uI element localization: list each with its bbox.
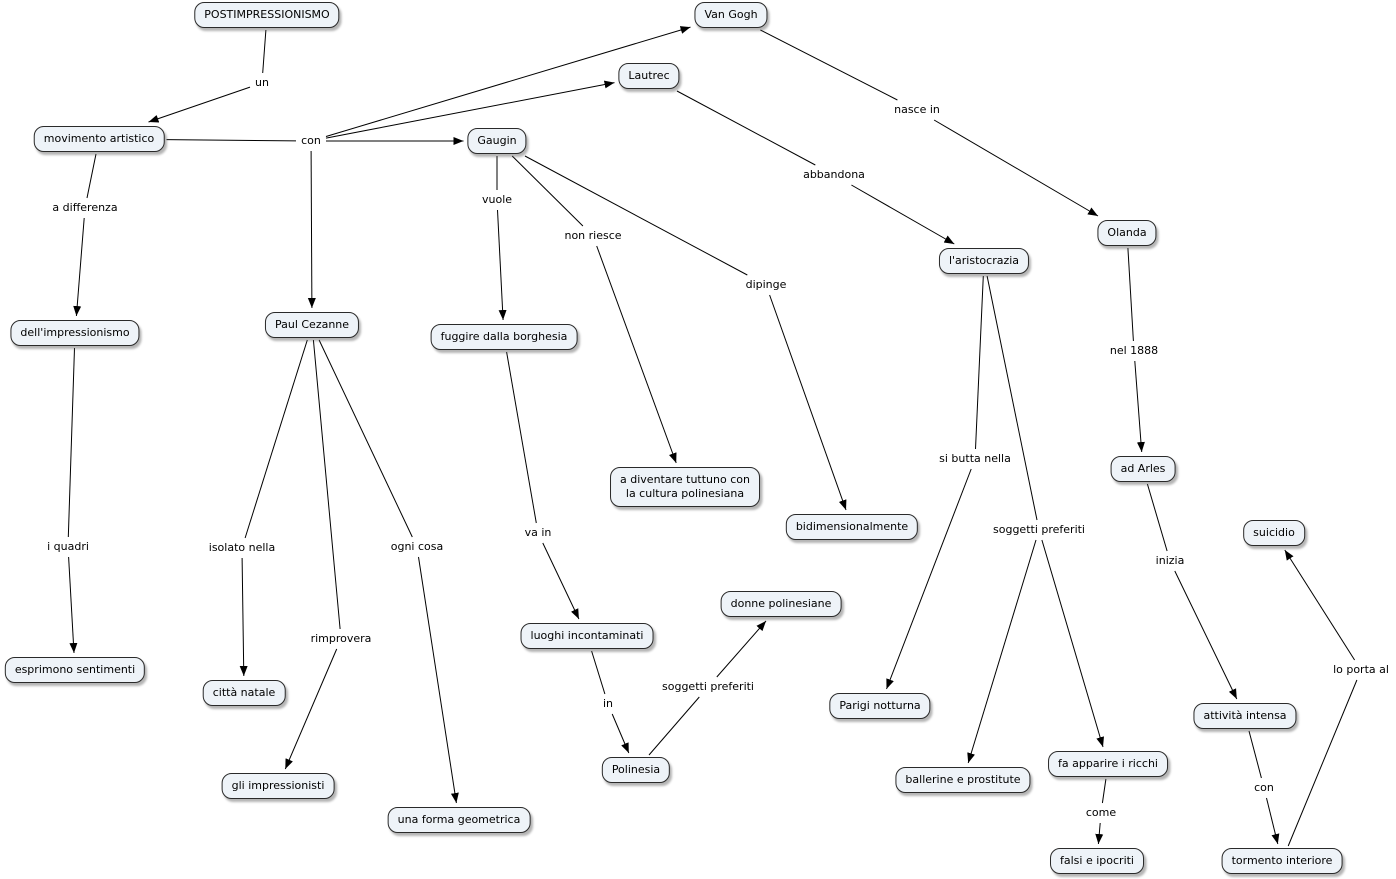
- connector-arrow-line: [596, 245, 677, 464]
- link-label-inizia[interactable]: inizia: [1153, 554, 1187, 568]
- connector-line: [1146, 483, 1168, 552]
- concept-node-donne-polinesiane[interactable]: donne polinesiane: [720, 591, 842, 617]
- link-label-non-riesce[interactable]: non riesce: [562, 229, 624, 243]
- connector-line: [318, 339, 413, 538]
- connector-line: [312, 339, 341, 630]
- concept-node-aristocrazia[interactable]: l'aristocrazia: [938, 248, 1030, 274]
- link-label-con-2[interactable]: con: [1252, 781, 1276, 795]
- concept-node-suicidio[interactable]: suicidio: [1243, 520, 1305, 546]
- connector-arrow-line: [497, 209, 507, 321]
- connector-arrow-line: [1134, 360, 1145, 453]
- link-label-in[interactable]: in: [600, 697, 616, 711]
- concept-node-lautrec[interactable]: Lautrec: [618, 63, 680, 89]
- connector-arrow-line: [284, 648, 338, 770]
- concept-node-olanda[interactable]: Olanda: [1097, 220, 1157, 246]
- concept-node-postimpressionismo[interactable]: POSTIMPRESSIONISMO: [194, 2, 340, 28]
- link-label-rimprovera[interactable]: rimprovera: [308, 632, 374, 646]
- concept-node-citta-natale[interactable]: città natale: [202, 680, 286, 706]
- connector-arrow-line: [769, 294, 847, 511]
- link-label-isolato-nella[interactable]: isolato nella: [206, 541, 278, 555]
- link-label-lo-porta-al[interactable]: lo porta al: [1331, 663, 1391, 677]
- connector-line: [986, 275, 1038, 521]
- concept-node-fa-apparire-ricchi[interactable]: fa apparire i ricchi: [1048, 751, 1168, 777]
- link-label-soggetti-preferiti-1[interactable]: soggetti preferiti: [991, 523, 1087, 537]
- concept-node-ad-arles[interactable]: ad Arles: [1110, 456, 1176, 482]
- link-label-si-butta-nella[interactable]: si butta nella: [937, 452, 1013, 466]
- connector-arrow-line: [851, 184, 955, 245]
- concept-node-tormento-interiore[interactable]: tormento interiore: [1221, 848, 1343, 874]
- connector-line: [760, 29, 898, 101]
- concept-node-fuggire-borghesia[interactable]: fuggire dalla borghesia: [430, 324, 578, 350]
- connector-line: [506, 351, 537, 524]
- connector-arrow-line: [148, 86, 251, 123]
- link-label-vuole[interactable]: vuole: [479, 193, 515, 207]
- concept-node-parigi-notturna[interactable]: Parigi notturna: [829, 693, 931, 719]
- connector-arrow-line: [716, 620, 767, 678]
- concept-node-bidimensionalmente[interactable]: bidimensionalmente: [785, 514, 919, 540]
- connector-arrow-line: [967, 539, 1037, 764]
- connector-arrow-line: [73, 217, 85, 317]
- connector-arrow-line: [1266, 797, 1280, 845]
- connector-arrow-line: [886, 468, 972, 690]
- connector-line: [166, 139, 297, 142]
- connector-line: [975, 275, 984, 450]
- concept-node-tuttuno-polinesiana[interactable]: a diventare tuttuno con la cultura polin…: [610, 467, 760, 507]
- concept-node-forma-geometrica[interactable]: una forma geometrica: [387, 807, 531, 833]
- concept-node-dell-impressionismo[interactable]: dell'impressionismo: [10, 320, 140, 346]
- connector-line: [1287, 679, 1358, 847]
- concept-node-attivita-intensa[interactable]: attività intensa: [1193, 703, 1297, 729]
- concept-node-gaugin[interactable]: Gaugin: [467, 128, 527, 154]
- concept-node-ballerine-prostitute[interactable]: ballerine e prostitute: [895, 767, 1031, 793]
- link-label-a-differenza[interactable]: a differenza: [50, 201, 120, 215]
- connector-arrow-line: [1041, 539, 1105, 748]
- connector-arrow-line: [1284, 549, 1356, 661]
- link-label-abbandona[interactable]: abbandona: [801, 168, 867, 182]
- connector-line: [1101, 778, 1107, 804]
- connector-arrow-line: [239, 557, 248, 677]
- concept-node-luoghi-incontaminati[interactable]: luoghi incontaminati: [520, 623, 654, 649]
- connector-arrow-line: [1095, 822, 1104, 845]
- connector-arrow-line: [68, 556, 78, 654]
- link-label-nel-1888[interactable]: nel 1888: [1107, 344, 1161, 358]
- concept-node-polinesia[interactable]: Polinesia: [601, 757, 671, 783]
- concept-node-gli-impressionisti[interactable]: gli impressionisti: [221, 773, 335, 799]
- connector-line: [648, 696, 700, 756]
- link-label-va-in[interactable]: va in: [522, 526, 554, 540]
- connector-line: [1127, 247, 1134, 342]
- link-label-soggetti-preferiti-2[interactable]: soggetti preferiti: [660, 680, 756, 694]
- concept-node-paul-cezanne[interactable]: Paul Cezanne: [264, 312, 360, 338]
- connector-line: [591, 650, 606, 695]
- connector-line: [244, 339, 308, 539]
- concept-node-esprimono-sentimenti[interactable]: esprimono sentimenti: [4, 657, 146, 683]
- connector-arrow-line: [933, 119, 1099, 217]
- link-label-i-quadri[interactable]: i quadri: [45, 540, 91, 554]
- link-label-un[interactable]: un: [253, 76, 271, 90]
- connector-arrow-line: [307, 150, 316, 309]
- concept-node-movimento-artistico[interactable]: movimento artistico: [33, 126, 165, 152]
- connector-line: [262, 29, 267, 74]
- concept-node-van-gogh[interactable]: Van Gogh: [694, 2, 768, 28]
- link-label-nasce-in[interactable]: nasce in: [892, 103, 942, 117]
- connector-line: [676, 90, 816, 166]
- connector-line: [524, 155, 748, 276]
- connector-arrow-line: [418, 556, 459, 804]
- link-label-come[interactable]: come: [1083, 806, 1119, 820]
- connector-arrow-line: [1174, 570, 1238, 700]
- connector-arrow-line: [611, 713, 630, 754]
- connector-arrow-line: [542, 542, 580, 620]
- connector-line: [511, 155, 584, 227]
- connector-line: [1248, 730, 1262, 779]
- connector-line: [86, 153, 97, 199]
- link-label-dipinge[interactable]: dipinge: [743, 278, 789, 292]
- link-label-con-hub[interactable]: con: [299, 134, 323, 148]
- concept-node-falsi-ipocriti[interactable]: falsi e ipocriti: [1050, 848, 1144, 874]
- link-label-ogni-cosa[interactable]: ogni cosa: [388, 540, 446, 554]
- connector-line: [67, 347, 75, 538]
